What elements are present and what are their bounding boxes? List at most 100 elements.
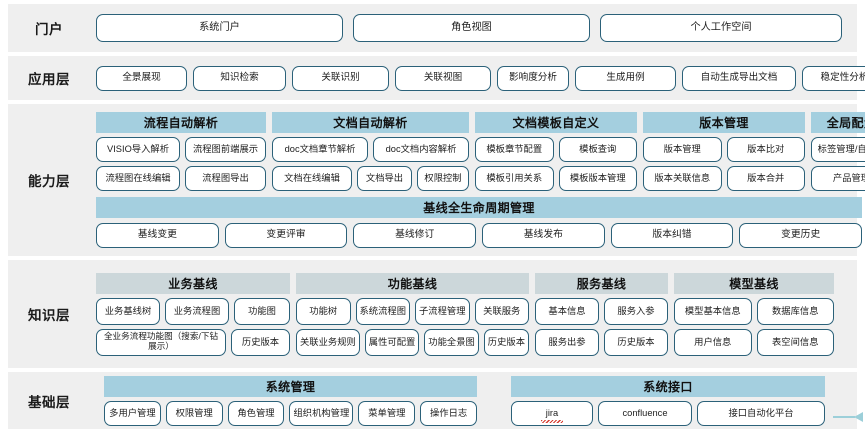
knowledge-group-function-baseline: 功能基线 功能树 系统流程图 子流程管理 关联服务 关联业务规则 属性可配置 功… bbox=[296, 272, 529, 356]
know-item-history-version[interactable]: 历史版本 bbox=[604, 328, 668, 356]
knowledge-group-title: 功能基线 bbox=[296, 272, 529, 294]
baseline-lifecycle-row: 基线变更 变更评审 基线修订 基线发布 版本纠错 变更历史 bbox=[96, 223, 863, 248]
app-item-stability-analysis[interactable]: 稳定性分析 bbox=[802, 65, 865, 91]
app-item-panorama[interactable]: 全景展现 bbox=[96, 65, 187, 91]
capability-group-doc-parse: 文档自动解析 doc文档章节解析 doc文档内容解析 文档在线编辑 文档导出 权… bbox=[272, 112, 469, 191]
cap-item-template-query[interactable]: 模板查询 bbox=[558, 137, 637, 162]
capability-group-row: 模板章节配置 模板查询 bbox=[475, 137, 637, 162]
know-item-attribute-configurable[interactable]: 属性可配置 bbox=[364, 328, 420, 356]
layer-body-knowledge: 业务基线 业务基线树 业务流程图 功能图 全业务流程功能图（搜索/下钻展示） 历… bbox=[90, 260, 857, 368]
base-item-jira[interactable]: jira bbox=[511, 400, 593, 426]
portal-item-system-portal[interactable]: 系统门户 bbox=[96, 14, 343, 42]
app-item-auto-export-doc[interactable]: 自动生成导出文档 bbox=[682, 65, 796, 91]
cap-item-process-frontend-display[interactable]: 流程图前端展示 bbox=[185, 137, 266, 162]
base-group-title: 系统管理 bbox=[104, 375, 477, 397]
know-item-history-version[interactable]: 历史版本 bbox=[483, 328, 529, 356]
cap-item-process-online-edit[interactable]: 流程图在线编辑 bbox=[96, 166, 180, 191]
know-item-model-basic-info[interactable]: 模型基本信息 bbox=[674, 297, 752, 325]
base-item-confluence[interactable]: confluence bbox=[598, 400, 692, 426]
cap-item-template-version-manage[interactable]: 模板版本管理 bbox=[558, 166, 637, 191]
lifecycle-item-change-review[interactable]: 变更评审 bbox=[224, 223, 348, 248]
knowledge-groups: 业务基线 业务基线树 业务流程图 功能图 全业务流程功能图（搜索/下钻展示） 历… bbox=[90, 272, 851, 356]
know-item-function-tree[interactable]: 功能树 bbox=[296, 297, 351, 325]
know-item-related-service[interactable]: 关联服务 bbox=[474, 297, 529, 325]
lifecycle-item-version-correction[interactable]: 版本纠错 bbox=[610, 223, 734, 248]
app-item-relation-recognition[interactable]: 关联识别 bbox=[292, 65, 389, 91]
layer-knowledge: 知识层 业务基线 业务基线树 业务流程图 功能图 全业务流程功能图（搜索/下钻展… bbox=[8, 260, 857, 368]
know-item-service-input-param[interactable]: 服务入参 bbox=[604, 297, 668, 325]
cap-item-product-manage[interactable]: 产品管理 bbox=[811, 166, 865, 191]
knowledge-group-row: 服务出参 历史版本 bbox=[535, 328, 668, 356]
app-item-generate-case[interactable]: 生成用例 bbox=[575, 65, 676, 91]
know-item-business-flowchart[interactable]: 业务流程图 bbox=[165, 297, 229, 325]
capability-group-row: 产品管理 bbox=[811, 166, 865, 191]
cap-item-visio-import-parse[interactable]: VISIO导入解析 bbox=[96, 137, 180, 162]
knowledge-group-row: 模型基本信息 数据库信息 bbox=[674, 297, 834, 325]
cap-item-process-export[interactable]: 流程图导出 bbox=[185, 166, 266, 191]
know-item-service-output-param[interactable]: 服务出参 bbox=[535, 328, 599, 356]
lifecycle-item-baseline-release[interactable]: 基线发布 bbox=[482, 223, 605, 248]
layer-capability: 能力层 流程自动解析 VISIO导入解析 流程图前端展示 流程图在线编辑 流程图… bbox=[8, 104, 865, 256]
lifecycle-item-baseline-change[interactable]: 基线变更 bbox=[96, 223, 219, 248]
capability-group-title: 文档模板自定义 bbox=[475, 112, 637, 133]
cap-item-permission-control[interactable]: 权限控制 bbox=[417, 166, 469, 191]
base-item-menu-manage[interactable]: 菜单管理 bbox=[358, 400, 416, 426]
know-item-database-info[interactable]: 数据库信息 bbox=[756, 297, 834, 325]
base-group-system-interface: 系统接口 jira confluence 接口自动化平台 bbox=[511, 375, 825, 426]
cap-item-doc-export[interactable]: 文档导出 bbox=[357, 166, 412, 191]
edge-arrow-icon bbox=[854, 412, 863, 422]
app-item-impact-analysis[interactable]: 影响度分析 bbox=[497, 65, 569, 91]
capability-group-row: 标签管理/自定义 bbox=[811, 137, 865, 162]
lifecycle-item-change-history[interactable]: 变更历史 bbox=[739, 223, 863, 248]
cap-item-template-chapter-config[interactable]: 模板章节配置 bbox=[475, 137, 554, 162]
application-row: 全景展现 知识检索 关联识别 关联视图 影响度分析 生成用例 自动生成导出文档 … bbox=[90, 65, 865, 91]
know-item-business-baseline-tree[interactable]: 业务基线树 bbox=[96, 297, 160, 325]
layer-portal: 门户 系统门户 角色视图 个人工作空间 bbox=[8, 4, 857, 52]
cap-item-version-compare[interactable]: 版本比对 bbox=[726, 137, 805, 162]
knowledge-group-row: 业务基线树 业务流程图 功能图 bbox=[96, 297, 290, 325]
know-item-all-business-process-function-chart[interactable]: 全业务流程功能图（搜索/下钻展示） bbox=[96, 328, 226, 356]
cap-item-tag-manage-custom[interactable]: 标签管理/自定义 bbox=[811, 137, 865, 162]
cap-item-version-manage[interactable]: 版本管理 bbox=[643, 137, 722, 162]
knowledge-group-title: 模型基线 bbox=[674, 272, 834, 294]
base-item-permission-manage[interactable]: 权限管理 bbox=[165, 400, 223, 426]
layer-application: 应用层 全景展现 知识检索 关联识别 关联视图 影响度分析 生成用例 自动生成导… bbox=[8, 56, 865, 100]
base-group-system-manage: 系统管理 多用户管理 权限管理 角色管理 组织机构管理 菜单管理 操作日志 bbox=[104, 375, 477, 426]
capability-group-row: 版本关联信息 版本合并 bbox=[643, 166, 805, 191]
base-group-row: 多用户管理 权限管理 角色管理 组织机构管理 菜单管理 操作日志 bbox=[104, 400, 477, 426]
capability-group-row: 流程图在线编辑 流程图导出 bbox=[96, 166, 266, 191]
base-item-org-structure-manage[interactable]: 组织机构管理 bbox=[289, 400, 354, 426]
app-item-knowledge-search[interactable]: 知识检索 bbox=[193, 65, 286, 91]
know-item-basic-info[interactable]: 基本信息 bbox=[535, 297, 599, 325]
base-item-interface-automation-platform[interactable]: 接口自动化平台 bbox=[697, 400, 825, 426]
know-item-system-flowchart[interactable]: 系统流程图 bbox=[355, 297, 410, 325]
base-item-multi-user-manage[interactable]: 多用户管理 bbox=[104, 400, 161, 426]
capability-group-row: 模板引用关系 模板版本管理 bbox=[475, 166, 637, 191]
knowledge-group-row: 功能树 系统流程图 子流程管理 关联服务 bbox=[296, 297, 529, 325]
base-item-operation-log[interactable]: 操作日志 bbox=[420, 400, 477, 426]
capability-group-title: 版本管理 bbox=[643, 112, 805, 133]
app-item-relation-view[interactable]: 关联视图 bbox=[395, 65, 491, 91]
cap-item-version-relation-info[interactable]: 版本关联信息 bbox=[643, 166, 722, 191]
know-item-subprocess-manage[interactable]: 子流程管理 bbox=[415, 297, 470, 325]
know-item-tablespace-info[interactable]: 表空间信息 bbox=[756, 328, 834, 356]
portal-item-personal-workspace[interactable]: 个人工作空间 bbox=[600, 14, 842, 42]
know-item-user-info[interactable]: 用户信息 bbox=[674, 328, 752, 356]
knowledge-group-service-baseline: 服务基线 基本信息 服务入参 服务出参 历史版本 bbox=[535, 272, 668, 356]
cap-item-template-reference-relation[interactable]: 模板引用关系 bbox=[475, 166, 554, 191]
know-item-function-panorama[interactable]: 功能全景图 bbox=[424, 328, 479, 356]
lifecycle-item-baseline-revision[interactable]: 基线修订 bbox=[353, 223, 477, 248]
base-group-title: 系统接口 bbox=[511, 375, 825, 397]
capability-group-title: 流程自动解析 bbox=[96, 112, 266, 133]
know-item-function-chart[interactable]: 功能图 bbox=[234, 297, 290, 325]
base-item-role-manage[interactable]: 角色管理 bbox=[227, 400, 285, 426]
cap-item-doc-content-parse[interactable]: doc文档内容解析 bbox=[373, 137, 469, 162]
portal-item-role-view[interactable]: 角色视图 bbox=[353, 14, 590, 42]
know-item-related-business-rule[interactable]: 关联业务规则 bbox=[296, 328, 360, 356]
edge-arrow-tail bbox=[833, 416, 855, 418]
cap-item-version-merge[interactable]: 版本合并 bbox=[726, 166, 805, 191]
baseline-lifecycle-title: 基线全生命周期管理 bbox=[96, 197, 862, 218]
cap-item-doc-online-edit[interactable]: 文档在线编辑 bbox=[272, 166, 352, 191]
know-item-history-version[interactable]: 历史版本 bbox=[231, 328, 290, 356]
cap-item-doc-chapter-parse[interactable]: doc文档章节解析 bbox=[272, 137, 368, 162]
